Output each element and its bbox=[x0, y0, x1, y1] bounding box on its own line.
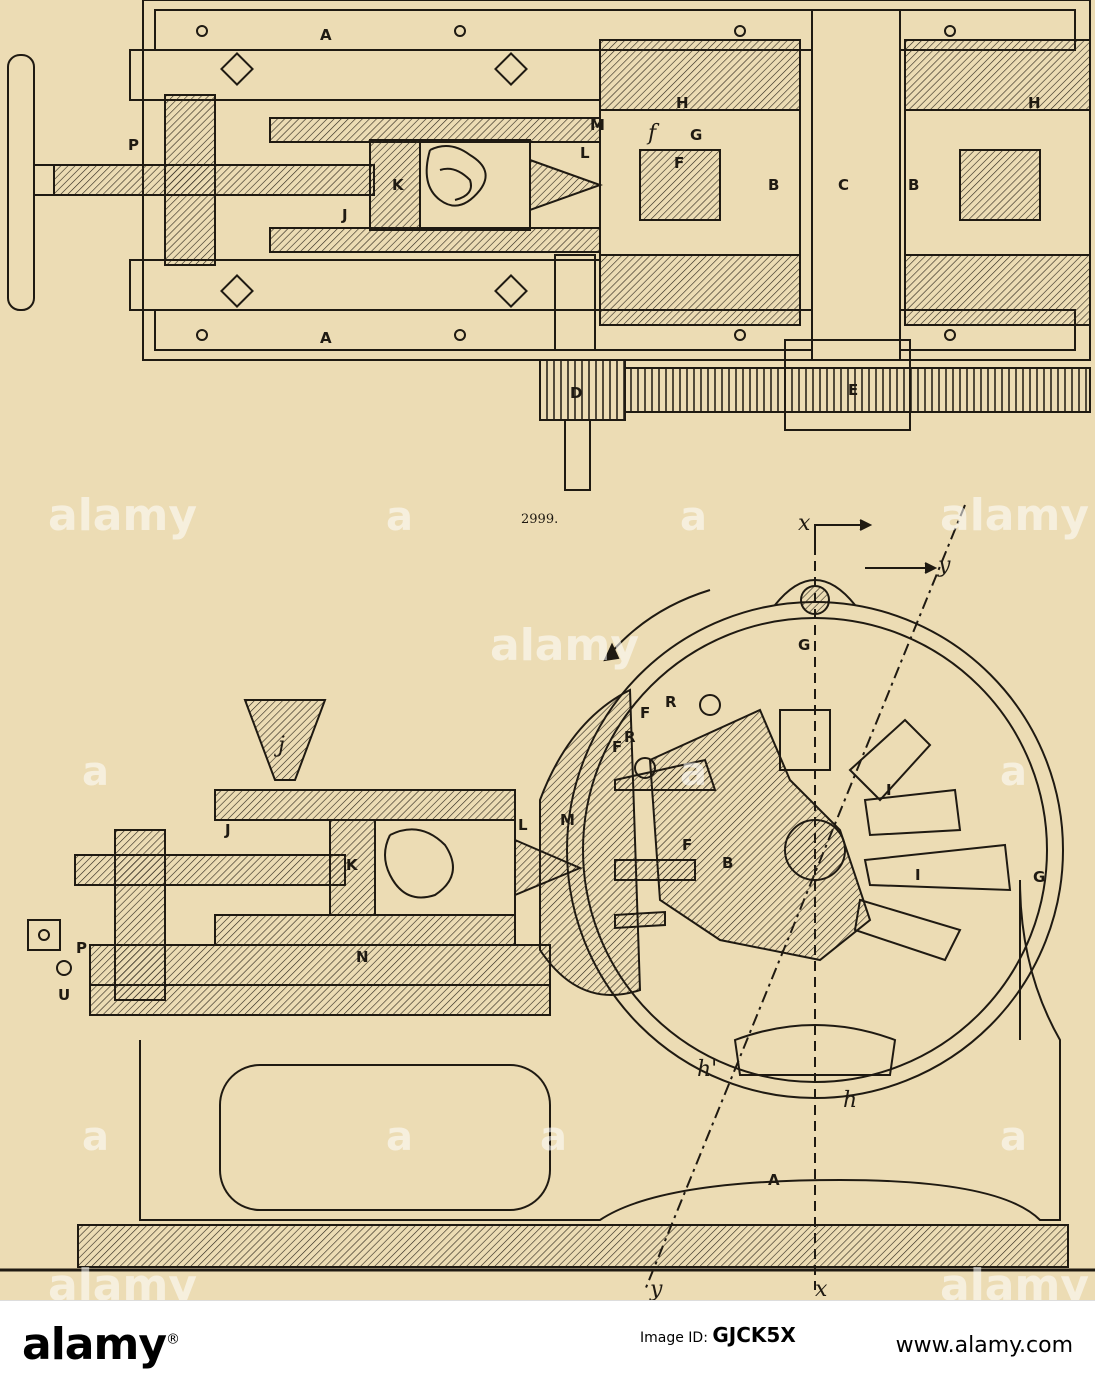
plan-view bbox=[7, 0, 1091, 491]
svg-text:alamy: alamy bbox=[48, 1260, 197, 1300]
svg-text:I: I bbox=[915, 866, 921, 884]
svg-text:G: G bbox=[1033, 868, 1045, 886]
watermark-layer: alamy alamy alamy alamy alamy a a a a a … bbox=[48, 490, 1089, 1300]
svg-text:a: a bbox=[540, 1114, 567, 1160]
machine-engraving: A A P J K L M H H G f F B C B E D 2999. bbox=[0, 0, 1095, 1300]
hopper-j bbox=[243, 699, 327, 781]
svg-text:alamy: alamy bbox=[48, 490, 197, 541]
svg-text:alamy: alamy bbox=[940, 490, 1089, 541]
svg-text:M: M bbox=[560, 811, 575, 829]
section-line-y bbox=[644, 504, 966, 1291]
svg-text:E: E bbox=[848, 381, 858, 399]
center-column bbox=[811, 9, 901, 361]
image-id-label: Image ID: bbox=[640, 1330, 713, 1346]
svg-text:L: L bbox=[518, 816, 528, 834]
svg-text:f: f bbox=[646, 121, 660, 146]
svg-text:A: A bbox=[320, 329, 332, 347]
base-plate bbox=[77, 1224, 1069, 1268]
svg-text:A: A bbox=[320, 26, 332, 44]
svg-text:N: N bbox=[356, 948, 369, 966]
svg-text:B: B bbox=[722, 854, 733, 872]
svg-text:A: A bbox=[768, 1171, 780, 1189]
brand-text: alamy bbox=[22, 1319, 167, 1370]
svg-text:a: a bbox=[82, 749, 109, 795]
svg-text:alamy: alamy bbox=[940, 1260, 1089, 1300]
svg-text:G: G bbox=[798, 636, 810, 654]
svg-text:P: P bbox=[128, 136, 139, 154]
svg-text:y: y bbox=[649, 1277, 663, 1300]
svg-text:F: F bbox=[612, 738, 622, 756]
svg-text:F: F bbox=[640, 704, 650, 722]
svg-text:h: h bbox=[843, 1088, 857, 1113]
svg-text:B: B bbox=[768, 176, 779, 194]
svg-text:I: I bbox=[886, 781, 892, 799]
plan-view-labels: A A P J K L M H H G f F B C B E D bbox=[128, 26, 1041, 402]
svg-text:H: H bbox=[1028, 94, 1041, 112]
figure-number: 2999. bbox=[521, 512, 558, 527]
svg-text:F: F bbox=[674, 154, 684, 172]
svg-text:J: J bbox=[224, 821, 231, 839]
svg-text:B: B bbox=[908, 176, 919, 194]
svg-text:a: a bbox=[1000, 1114, 1027, 1160]
svg-text:x: x bbox=[798, 511, 811, 536]
svg-text:a: a bbox=[1000, 749, 1027, 795]
svg-text:P: P bbox=[76, 939, 87, 957]
svg-text:a: a bbox=[82, 1114, 109, 1160]
svg-text:C: C bbox=[838, 176, 849, 194]
site-url[interactable]: www.alamy.com bbox=[895, 1333, 1073, 1358]
svg-text:a: a bbox=[386, 1114, 413, 1160]
svg-text:a: a bbox=[680, 494, 707, 540]
image-id: Image ID: GJCK5X bbox=[640, 1323, 796, 1347]
registered-mark: ® bbox=[166, 1331, 180, 1348]
alamy-logo[interactable]: alamy® bbox=[22, 1319, 180, 1370]
handwheel bbox=[7, 54, 35, 311]
frame-opening bbox=[219, 1064, 551, 1211]
svg-text:h': h' bbox=[697, 1057, 717, 1082]
feed-screw bbox=[53, 164, 375, 196]
svg-text:U: U bbox=[58, 986, 70, 1004]
svg-text:H: H bbox=[676, 94, 689, 112]
svg-text:D: D bbox=[570, 384, 582, 402]
svg-text:F: F bbox=[682, 836, 692, 854]
svg-text:L: L bbox=[580, 144, 590, 162]
svg-text:R: R bbox=[624, 728, 636, 746]
pinion bbox=[539, 359, 626, 421]
spur-gear bbox=[624, 367, 1091, 413]
elevation-view bbox=[0, 504, 1095, 1291]
svg-text:J: J bbox=[341, 206, 348, 224]
plastic-charge bbox=[419, 139, 531, 231]
image-id-value: GJCK5X bbox=[712, 1323, 796, 1347]
svg-text:a: a bbox=[680, 749, 707, 795]
engraving-sheet: A A P J K L M H H G f F B C B E D 2999. bbox=[0, 0, 1095, 1300]
elevation-view-labels: j J K L M R R F F F B G G I I N P U A h … bbox=[58, 511, 1045, 1300]
feed-screw-elevation bbox=[74, 854, 346, 886]
svg-text:y: y bbox=[937, 553, 951, 578]
svg-text:R: R bbox=[665, 693, 677, 711]
svg-text:K: K bbox=[346, 856, 359, 874]
svg-text:a: a bbox=[386, 494, 413, 540]
plastic-mass bbox=[374, 819, 516, 916]
svg-text:alamy: alamy bbox=[490, 620, 639, 671]
footer-bar: alamy® Image ID: GJCK5X www.alamy.com bbox=[0, 1300, 1095, 1391]
svg-text:G: G bbox=[690, 126, 702, 144]
svg-text:K: K bbox=[392, 176, 405, 194]
svg-text:x: x bbox=[815, 1277, 828, 1300]
svg-text:M: M bbox=[590, 116, 605, 134]
